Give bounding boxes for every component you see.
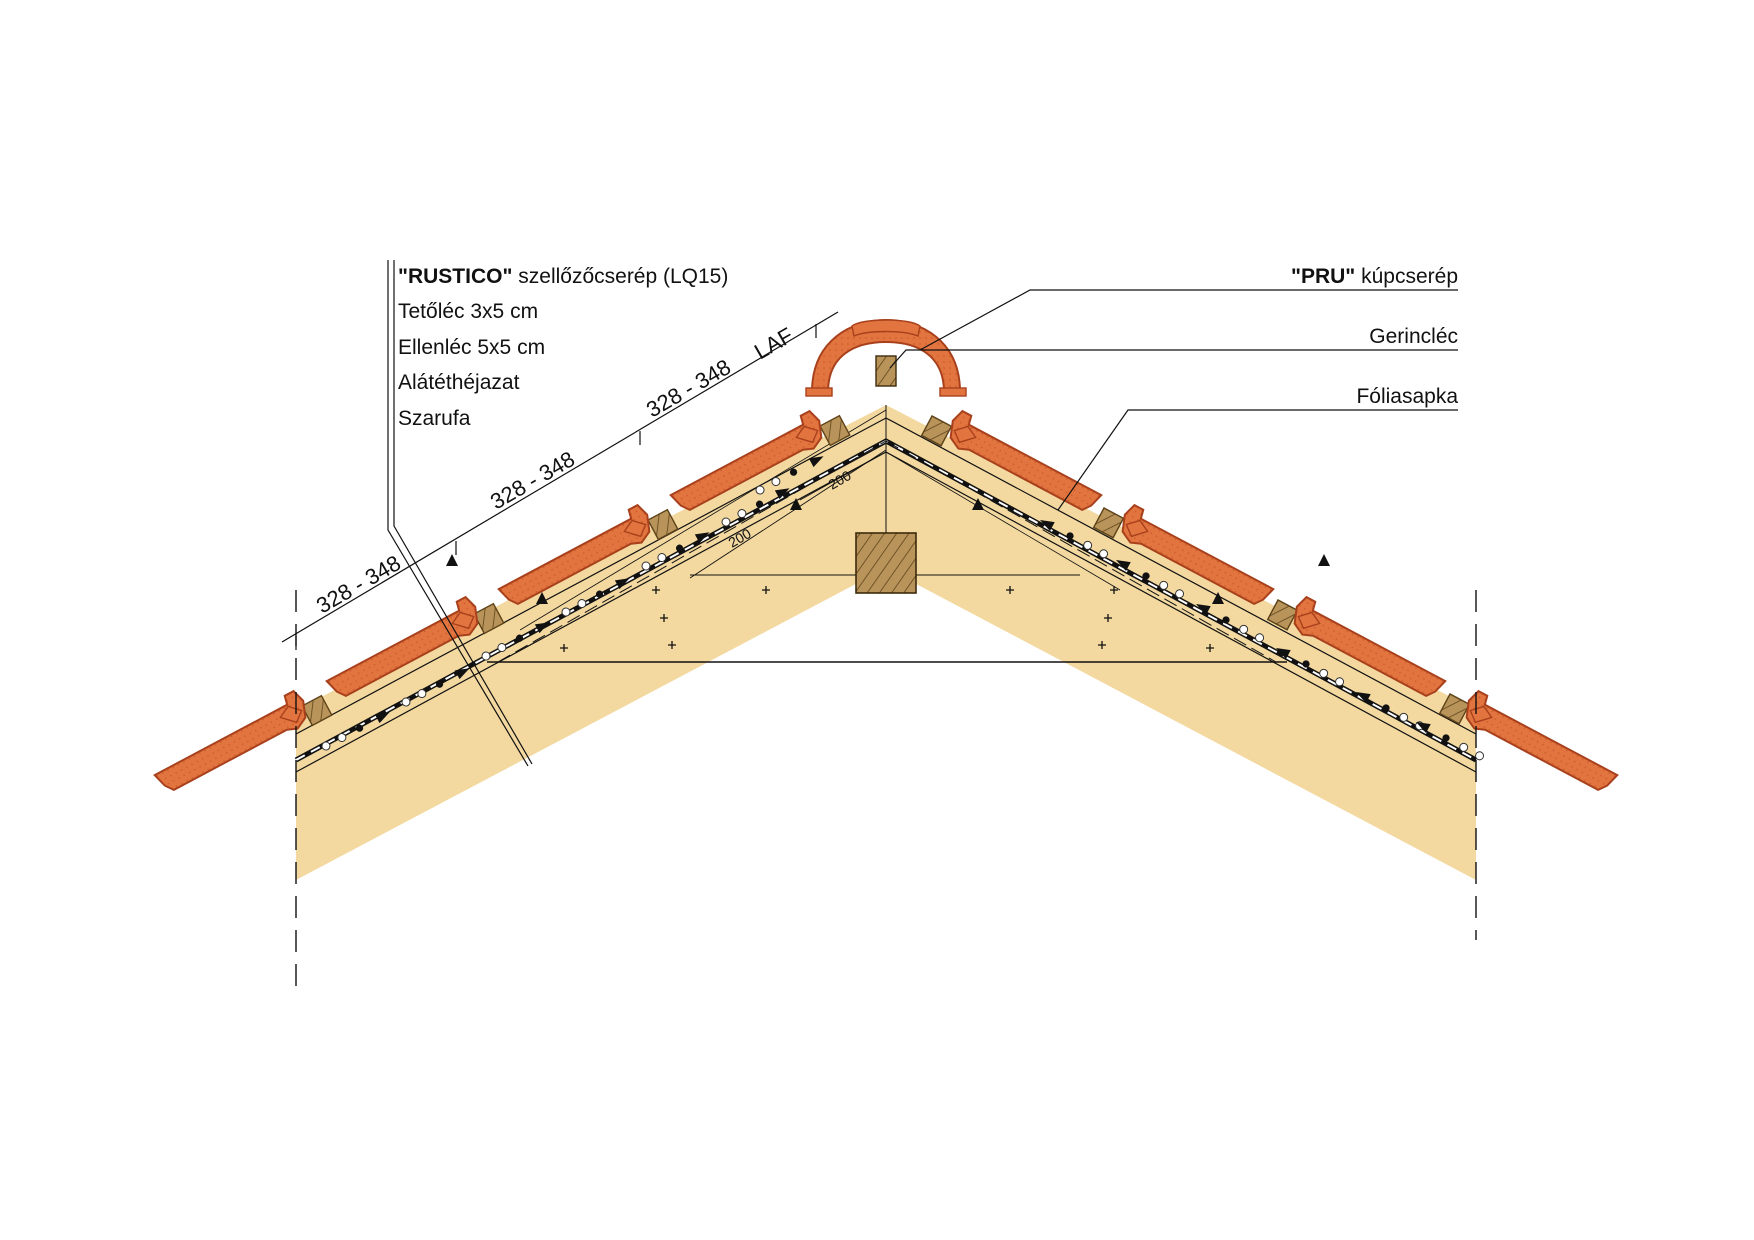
label-alatethejazat: Alátéthéjazat (398, 371, 520, 394)
dim-spacing-3: 328 - 348 (642, 354, 735, 422)
label-tetolec: Tetőléc 3x5 cm (398, 300, 539, 323)
label-ellenlec: Ellenléc 5x5 cm (398, 336, 546, 359)
label-pru: "PRU" kúpcserép (1291, 265, 1458, 289)
label-foliasapka: Fóliasapka (1356, 385, 1458, 408)
dim-spacing-1: 328 - 348 (312, 550, 405, 618)
eave-reference-lines (295, 590, 1477, 990)
label-pru-rest: kúpcserép (1361, 265, 1458, 288)
ridge-batten (875, 355, 897, 387)
dim-spacing-2: 328 - 348 (486, 446, 579, 514)
airflow-up-arrows (446, 498, 1330, 604)
batten-spacing-dimension-line (281, 311, 839, 650)
label-pru-bold: "PRU" (1291, 265, 1356, 288)
label-rustico-bold: "RUSTICO" (398, 265, 513, 288)
label-rustico: "RUSTICO" szellőzőcserép (LQ15) (398, 265, 728, 289)
dim-laf: LAF (750, 322, 797, 364)
leader-lines (387, 260, 1458, 767)
label-szarufa: Szarufa (398, 407, 471, 430)
label-gerinclec: Gerincléc (1369, 325, 1458, 348)
label-rustico-rest: szellőzőcserép (LQ15) (518, 265, 729, 288)
ridge-beam (855, 532, 917, 594)
vent-gap-dimension-lines (689, 449, 887, 579)
ridge-cap-tile (805, 318, 967, 397)
plus-markers (560, 586, 1214, 652)
